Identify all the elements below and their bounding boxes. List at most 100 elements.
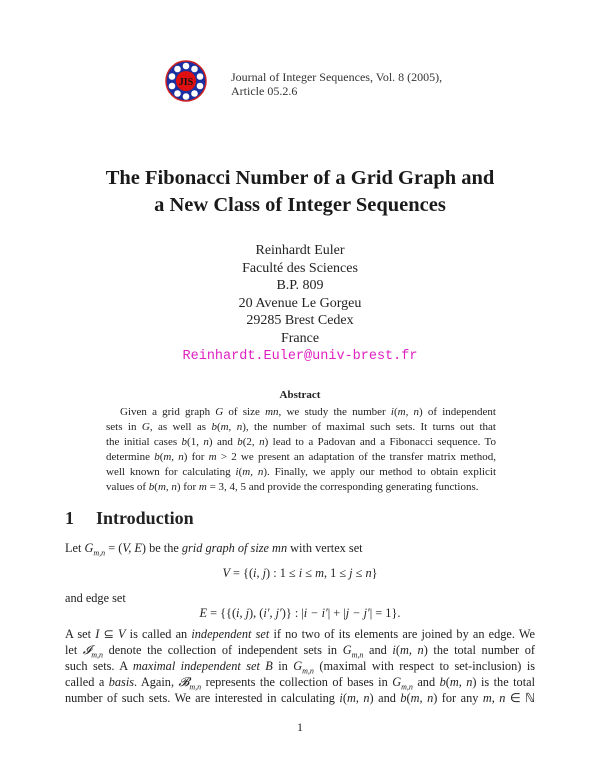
math-text: m,n [91, 650, 104, 660]
author-email-link[interactable]: Reinhardt.Euler@univ-brest.fr [182, 348, 418, 364]
math-text: m, n [482, 691, 506, 705]
author-bp: B.P. 809 [276, 278, 324, 294]
math-text: V [117, 627, 126, 641]
text-segment: ) of independent [419, 406, 496, 418]
math-text: I [95, 627, 100, 641]
math-text: i [392, 643, 396, 657]
text-segment: , we study the number [278, 406, 391, 418]
text-line: V = {(i, j) : 1 ≤ i ≤ m, 1 ≤ j ≤ n} [65, 566, 535, 582]
math-text: m,n [302, 666, 314, 676]
text-segment: ≤ [302, 566, 316, 580]
text-line: Given a grid graph G of size mn, we stud… [120, 406, 496, 421]
text-segment: with vertex set [287, 541, 363, 555]
math-text: b [211, 421, 217, 433]
text-segment: sets in [106, 421, 142, 433]
section-number: 1 [65, 508, 74, 528]
text-segment: is called an [125, 627, 192, 641]
abstract-heading: Abstract [279, 389, 321, 401]
math-text: n [259, 436, 265, 448]
text-segment: ), ( [249, 606, 264, 620]
text-segment: ) : 1 ≤ [266, 566, 299, 580]
math-text: i [339, 691, 343, 705]
math-text: grid graph of size mn [181, 541, 288, 555]
text-segment: } [371, 566, 378, 580]
text-line: A set I ⊆ V is called an independent set… [65, 627, 535, 643]
text-segment: Given a grid graph [120, 406, 216, 418]
text-line: number of such sets. We are interested i… [65, 691, 535, 707]
text-segment: ( [406, 691, 411, 705]
text-segment: determine [106, 451, 155, 463]
math-text: m, n [163, 451, 184, 463]
text-line: the initial cases b(1, n) and b(2, n) le… [106, 436, 496, 451]
text-segment: ) lead to a Padovan and a Fibonacci sequ… [264, 436, 497, 448]
text-segment: > 2 we present an adaptation of the tran… [216, 451, 496, 463]
math-text: j − j′ [345, 606, 370, 620]
text-segment: in [272, 659, 294, 673]
author-block: Reinhardt Euler Faculté des Sciences B.P… [0, 242, 600, 365]
author-name: Reinhardt Euler [255, 243, 345, 258]
math-text: E [199, 606, 208, 620]
text-segment: ) for [183, 451, 209, 463]
math-text: i, j [236, 606, 250, 620]
page-number: 1 [297, 720, 303, 734]
text-segment: ( [238, 466, 243, 478]
math-text: m, n [449, 675, 473, 689]
text-line: sets in G, as well as b(m, n), the numbe… [106, 421, 496, 436]
text-segment: ( [393, 406, 398, 418]
math-text: b [439, 675, 446, 689]
text-segment: ( [342, 691, 347, 705]
text-segment: represents the collection of bases in [201, 675, 393, 689]
math-text: i [235, 466, 239, 478]
text-segment: ≤ [352, 566, 366, 580]
author-city: 29285 Brest Cedex [246, 313, 354, 329]
text-segment: = {{( [207, 606, 237, 620]
text-segment: ∈ ℕ [505, 691, 535, 705]
jis-logo: JIS [165, 60, 207, 102]
math-text: m, n [242, 466, 264, 478]
text-segment: , 1 ≤ [323, 566, 350, 580]
text-segment: = {( [229, 566, 254, 580]
text-line: let 𝓘m,n denote the collection of indepe… [65, 643, 535, 659]
math-text: m,n [401, 682, 413, 692]
text-segment: and [363, 643, 393, 657]
text-segment: ), the number of maximal such sets. It t… [242, 421, 496, 433]
text-segment: of size [223, 406, 266, 418]
text-segment: = ( [105, 541, 123, 555]
math-text: b [148, 481, 155, 493]
text-line: well known for calculating i(m, n). Fina… [106, 466, 496, 481]
text-line: determine b(m, n) for m > 2 we present a… [106, 451, 496, 466]
text-segment: = 3, 4, 5 and provide the corresponding … [206, 481, 479, 493]
math-text: V [222, 566, 230, 580]
math-text: m, n [397, 406, 420, 418]
title-line: The Fibonacci Number of a Grid Graph and [105, 167, 495, 189]
math-text: i [390, 406, 394, 418]
text-segment: the initial cases [106, 436, 182, 448]
text-line: called a basis. Again, 𝓑m,n represents t… [65, 675, 535, 691]
text-segment: such sets. A [65, 659, 133, 673]
text-segment: and edge set [65, 591, 126, 605]
math-text: n [365, 566, 372, 580]
text-segment: Let [65, 541, 85, 555]
text-line: values of b(m, n) for m = 3, 4, 5 and pr… [106, 481, 496, 496]
text-segment: well known for calculating [106, 466, 236, 478]
text-segment: ). Finally, we apply our method to obtai… [263, 466, 497, 478]
text-segment: ) the total number of [423, 643, 535, 657]
math-text: i [298, 566, 303, 580]
article-number: Article 05.2.6 [231, 84, 298, 98]
title-line: a New Class of Integer Sequences [154, 194, 446, 216]
math-text: m, n [346, 691, 370, 705]
text-segment: and [412, 675, 440, 689]
text-segment: number of such sets. We are interested i… [65, 691, 340, 705]
text-line: Let Gm,n = (V, E) be the grid graph of s… [65, 541, 535, 557]
text-segment: ( [154, 481, 158, 493]
math-text: G [392, 675, 402, 689]
text-segment: ) for any [433, 691, 483, 705]
math-text: basis [108, 675, 135, 689]
math-text: m [315, 566, 324, 580]
math-text: m [198, 481, 207, 493]
math-text: n [203, 436, 209, 448]
math-text: m,n [189, 682, 202, 692]
text-segment: values of [106, 481, 149, 493]
text-segment: ( [445, 675, 450, 689]
